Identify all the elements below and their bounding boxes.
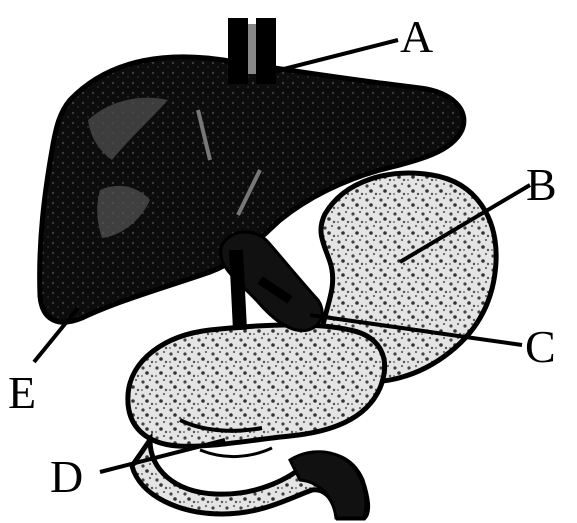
leader-line-a	[272, 40, 398, 72]
label-a: A	[400, 11, 433, 62]
label-d: D	[50, 451, 83, 502]
vessel-right	[256, 18, 276, 84]
vessel-left	[228, 18, 248, 84]
label-e: E	[8, 367, 36, 418]
vessel-gap	[248, 24, 256, 74]
bile-duct	[236, 250, 240, 330]
label-c: C	[525, 321, 556, 372]
label-b: B	[526, 159, 557, 210]
duodenal-fold	[200, 448, 272, 457]
